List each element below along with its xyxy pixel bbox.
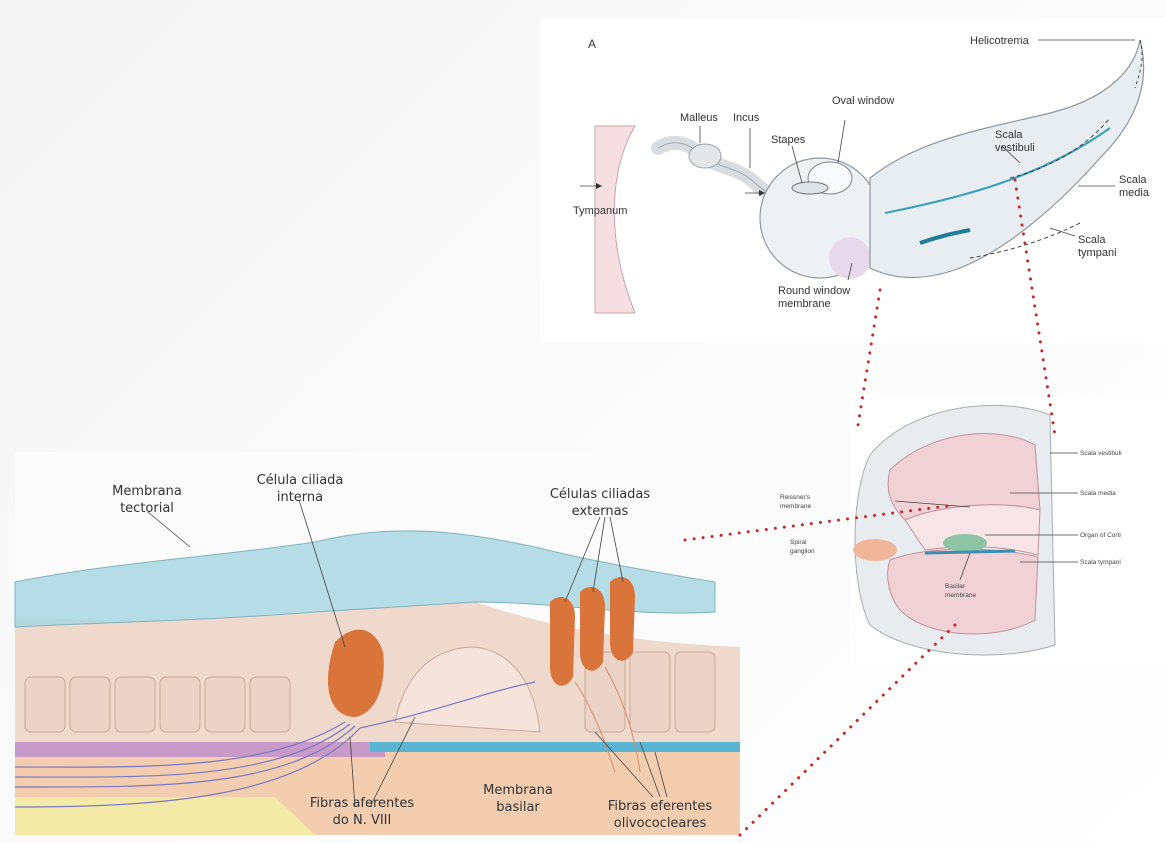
panel-b-illustration: Scala vestibuli Reissner's membrane Scal… xyxy=(850,395,1165,665)
label-basilar-line2: membrane xyxy=(945,592,976,599)
label-round-window-line2: membrane xyxy=(778,298,831,310)
label-scala-tympani-line1: Scala xyxy=(1078,234,1106,246)
label-scala-media: Scala media xyxy=(1080,490,1116,497)
nerve-bundle-region xyxy=(15,797,315,835)
label-incus: Incus xyxy=(733,112,760,124)
organ-of-corti xyxy=(943,534,987,552)
label-fibras-aferentes-line2: do N. VIII xyxy=(333,813,392,828)
label-scala-media-line2: media xyxy=(1119,187,1150,199)
panel-c-illustration: Membrana tectorial Célula ciliada intern… xyxy=(15,452,740,835)
label-membrana-tectorial-line1: Membrana xyxy=(112,484,182,499)
label-membrana-basilar-line2: basilar xyxy=(496,800,540,815)
tectorial-leader xyxy=(148,512,190,547)
label-scala-vestibuli-line2: vestibuli xyxy=(995,142,1035,154)
tympanum-membrane xyxy=(595,126,635,313)
label-fibras-aferentes-line1: Fibras aferentes xyxy=(310,796,415,811)
label-scala-tympani-line2: tympani xyxy=(1078,247,1117,259)
label-reissner-line1: Reissner's xyxy=(780,494,811,501)
panel-b-cochlea-cross-section: Scala vestibuli Reissner's membrane Scal… xyxy=(850,395,1165,665)
label-organ-of-corti: Organ of Corti xyxy=(1080,532,1121,539)
label-round-window-line1: Round window xyxy=(778,285,850,297)
label-stapes: Stapes xyxy=(771,134,806,146)
label-scala-tympani: Scala tympani xyxy=(1080,559,1121,566)
label-scala-vestibuli: Scala vestibuli xyxy=(1080,450,1122,457)
label-celula-interna-line1: Célula ciliada xyxy=(257,473,344,488)
label-membrana-basilar-line1: Membrana xyxy=(483,783,553,798)
label-tympanum: Tympanum xyxy=(573,205,627,217)
label-scala-vestibuli-line1: Scala xyxy=(995,129,1023,141)
label-spiral-ganglion-line1: Spiral xyxy=(790,539,807,546)
basilar-membrane xyxy=(370,742,740,752)
label-fibras-eferentes-line2: olivococleares xyxy=(614,816,707,831)
outer-hair-cell-3 xyxy=(610,577,635,661)
label-oval-window: Oval window xyxy=(832,95,894,107)
basilar-membrane xyxy=(925,551,1015,553)
label-basilar-line1: Basilar xyxy=(945,583,966,590)
label-celula-interna-line2: interna xyxy=(277,490,323,505)
oval-window-leader xyxy=(838,120,845,163)
label-celulas-externas-line1: Células ciliadas xyxy=(550,487,651,502)
panel-c-organ-of-corti: Membrana tectorial Célula ciliada intern… xyxy=(15,452,740,835)
label-spiral-ganglion-line2: ganglion xyxy=(790,548,815,555)
spiral-ganglion xyxy=(853,539,897,561)
label-helicotrema: Helicotrema xyxy=(970,35,1030,47)
label-reissner-line2: membrane xyxy=(780,503,811,510)
label-membrana-tectorial-line2: tectorial xyxy=(120,501,174,516)
incus-body xyxy=(689,144,721,168)
panel-letter: A xyxy=(588,37,596,51)
panel-a-middle-ear-cochlea: A Helicotrema Oval window Malleus Incus … xyxy=(540,18,1165,343)
label-scala-media-line1: Scala xyxy=(1119,174,1147,186)
stapes xyxy=(792,182,828,194)
label-malleus: Malleus xyxy=(680,112,718,124)
outer-hair-cell-1 xyxy=(550,597,575,686)
label-celulas-externas-line2: externas xyxy=(572,504,629,519)
panel-a-illustration: A Helicotrema Oval window Malleus Incus … xyxy=(540,18,1165,343)
outer-hair-cell-2 xyxy=(580,587,605,671)
label-fibras-eferentes-line1: Fibras eferentes xyxy=(608,799,713,814)
